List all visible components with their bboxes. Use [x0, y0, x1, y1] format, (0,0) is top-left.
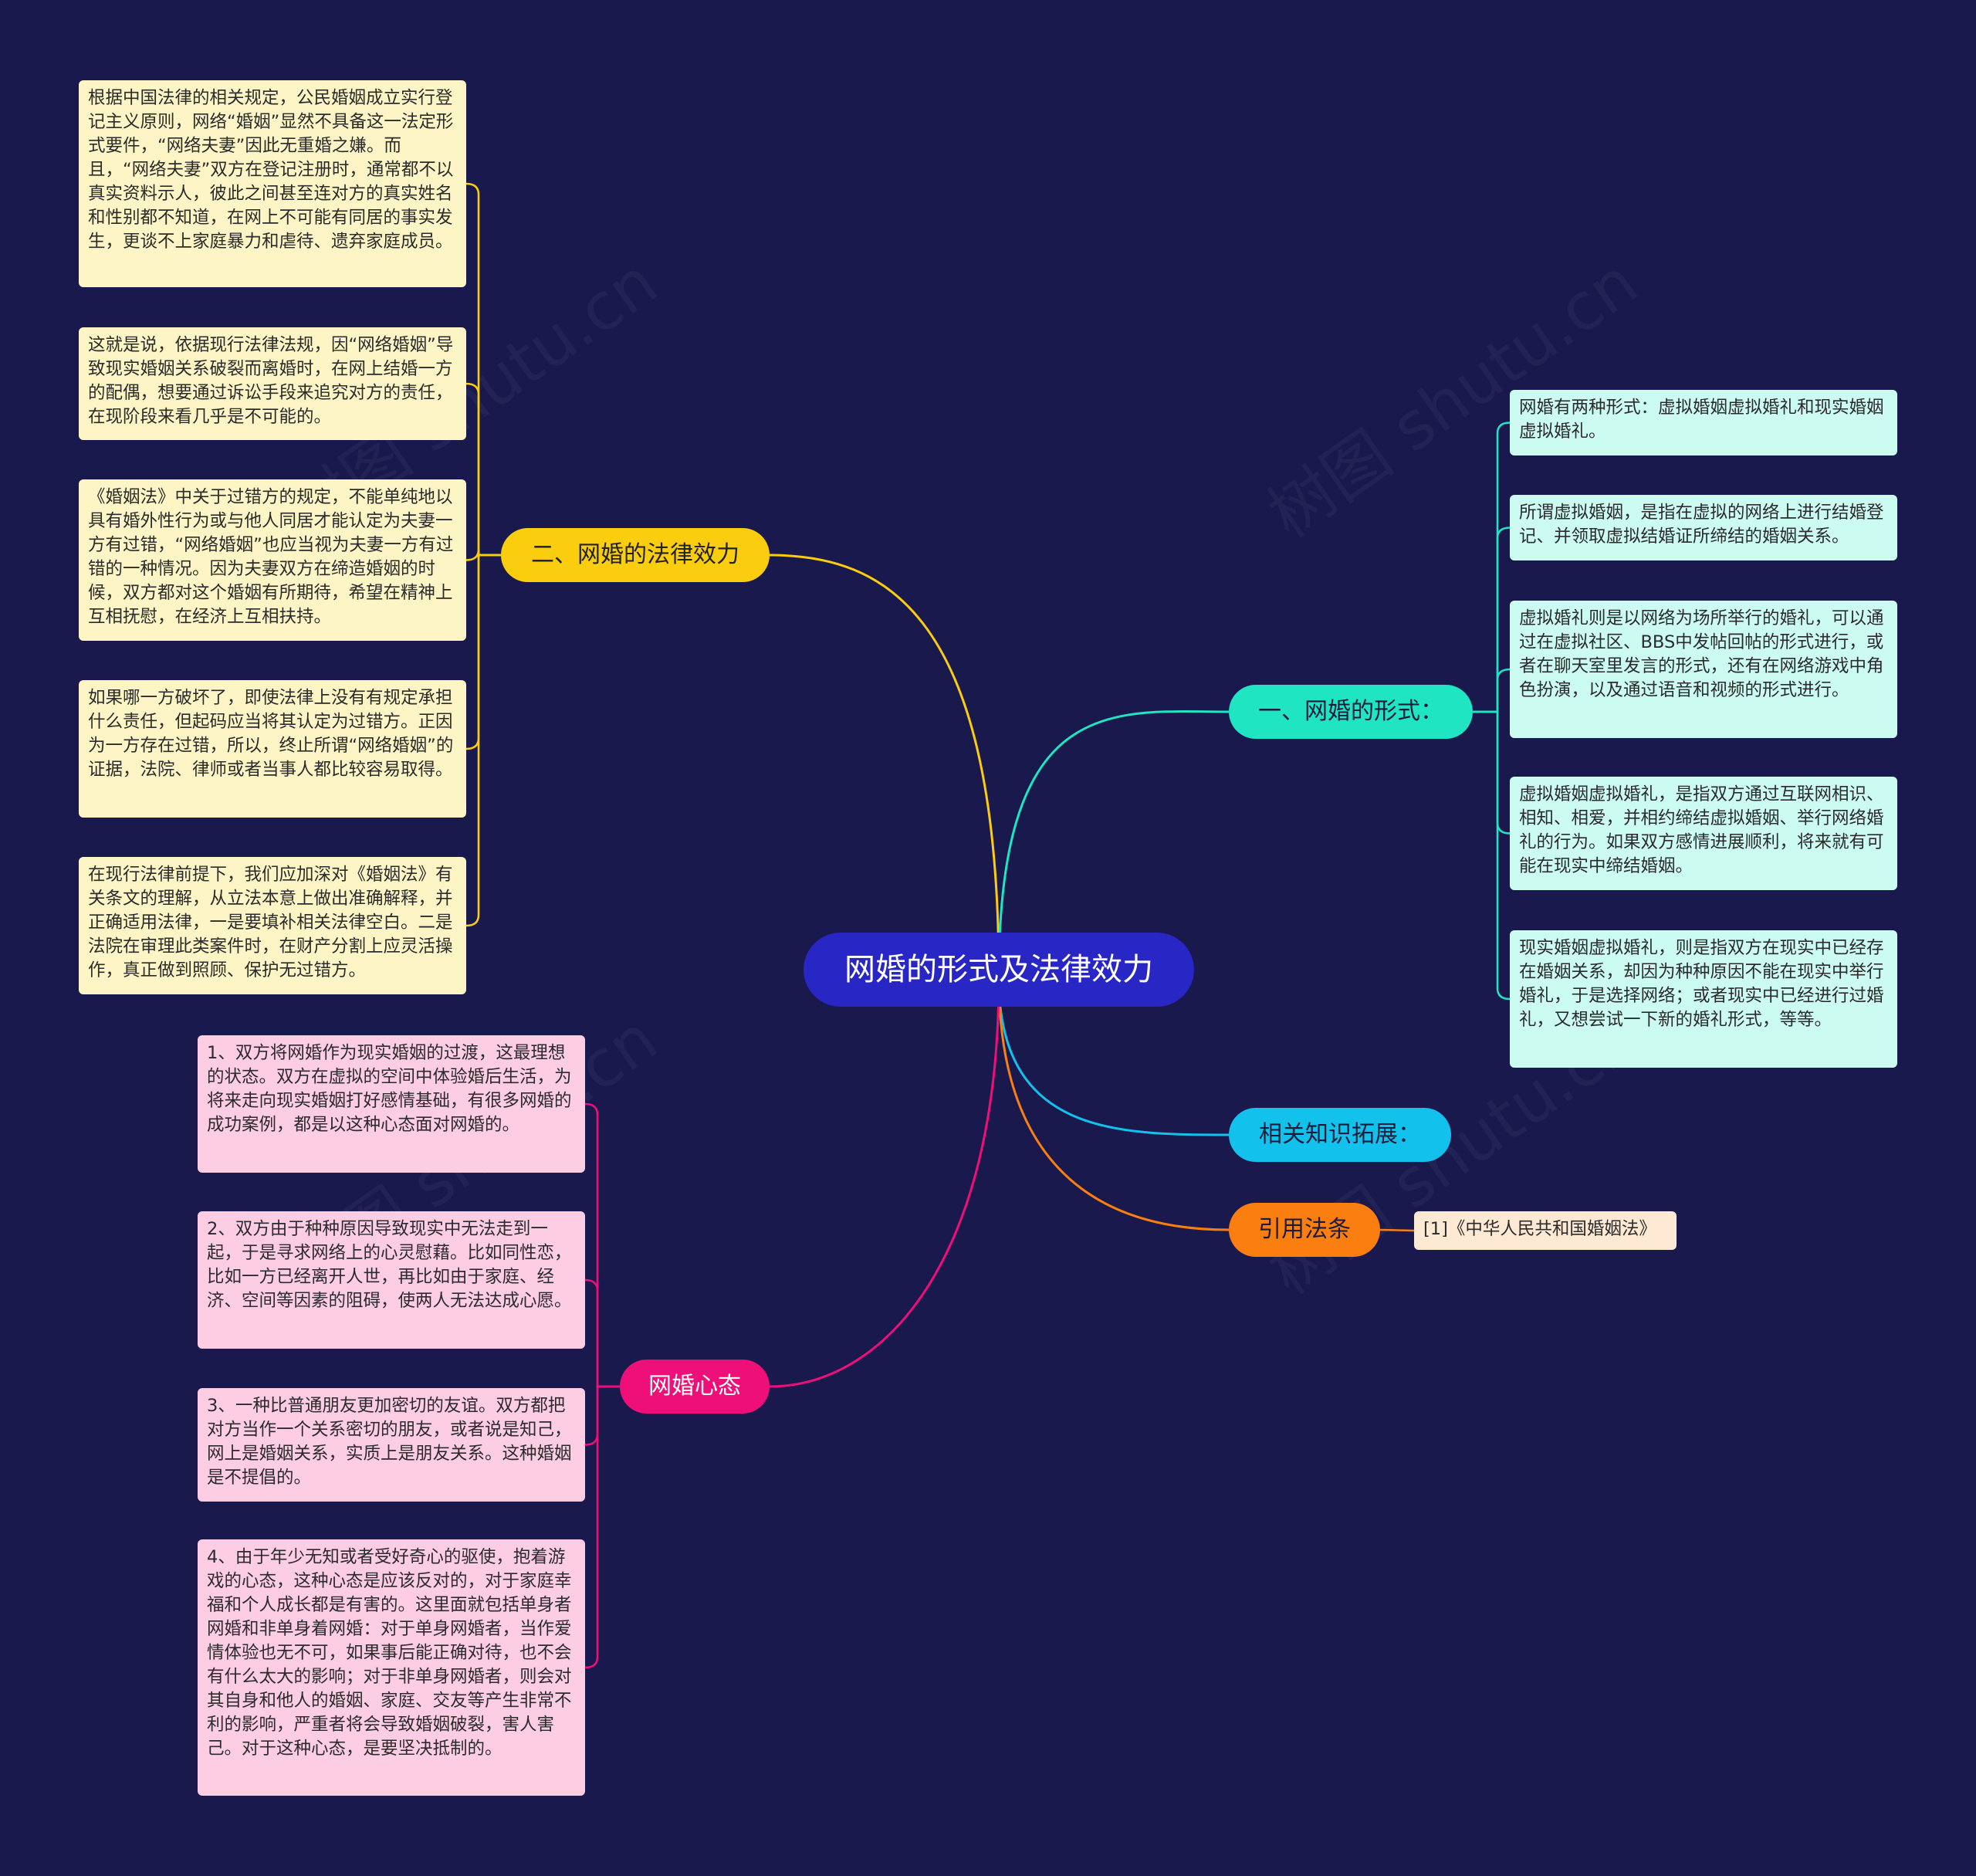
branch-cited-law[interactable]: 引用法条 — [1229, 1203, 1380, 1257]
connector-line — [584, 1278, 620, 1388]
connector-line — [997, 977, 1230, 1136]
connector-line — [584, 1385, 620, 1446]
form-item: 网婚有两种形式：虚拟婚姻虚拟婚礼和现实婚姻虚拟婚礼。 — [1510, 390, 1897, 455]
branch-related-knowledge[interactable]: 相关知识拓展： — [1229, 1108, 1451, 1162]
connector-line — [465, 382, 501, 557]
connector-line — [465, 554, 501, 927]
mindset-item: 4、由于年少无知或者受好奇心的驱使，抱着游戏的心态，这种心态是应该反对的，对于家… — [198, 1539, 585, 1796]
connector-line — [997, 710, 1230, 978]
connector-line — [1473, 422, 1511, 713]
form-item: 虚拟婚礼则是以网络为场所举行的婚礼，可以通过在虚拟社区、BBS中发帖回帖的形式进… — [1510, 601, 1897, 738]
mindset-item: 1、双方将网婚作为现实婚姻的过渡，这最理想的状态。双方在虚拟的空间中体验婚后生活… — [198, 1035, 585, 1173]
branch-forms[interactable]: 一、网婚的形式： — [1229, 685, 1473, 739]
branch-legal-effect[interactable]: 二、网婚的法律效力 — [501, 528, 770, 582]
form-item: 现实婚姻虚拟婚礼，则是指双方在现实中已经存在婚姻关系，却因为种种原因不能在现实中… — [1510, 930, 1897, 1068]
connector-line — [1473, 710, 1511, 835]
connector-line — [465, 182, 501, 557]
connector-line — [769, 977, 1000, 1388]
root-node[interactable]: 网婚的形式及法律效力 — [804, 933, 1194, 1007]
connector-line — [584, 1385, 620, 1669]
connector-line — [1379, 1228, 1415, 1232]
connector-line — [584, 1102, 620, 1388]
branch-mindset[interactable]: 网婚心态 — [620, 1360, 770, 1414]
legal-effect-item: 这就是说，依据现行法律法规，因“网络婚姻”导致现实婚姻关系破裂而离婚时，在网上结… — [79, 327, 466, 440]
legal-effect-item: 根据中国法律的相关规定，公民婚姻成立实行登记主义原则，网络“婚姻”显然不具备这一… — [79, 80, 466, 287]
connector-line — [465, 554, 501, 750]
legal-effect-item: 如果哪一方破坏了，即使法律上没有有规定承担什么责任，但起码应当将其认定为过错方。… — [79, 680, 466, 818]
legal-effect-item: 《婚姻法》中关于过错方的规定，不能单纯地以具有婚外性行为或与他人同居才能认定为夫… — [79, 479, 466, 641]
form-item: 所谓虚拟婚姻，是指在虚拟的网络上进行结婚登记、并领取虚拟结婚证所缔结的婚姻关系。 — [1510, 495, 1897, 560]
mindset-item: 3、一种比普通朋友更加密切的友谊。双方都把对方当作一个关系密切的朋友，或者说是知… — [198, 1388, 585, 1502]
legal-effect-item: 在现行法律前提下，我们应加深对《婚姻法》有关条文的理解，从立法本意上做出准确解释… — [79, 857, 466, 994]
mindset-item: 2、双方由于种种原因导致现实中无法走到一起，于是寻求网络上的心灵慰藉。比如同性恋… — [198, 1211, 585, 1349]
connector-line — [1473, 710, 1511, 1001]
connector-line — [1473, 527, 1511, 713]
connector-line — [997, 977, 1230, 1231]
connector-line — [1473, 668, 1511, 713]
connector-line — [769, 554, 1000, 978]
form-item: 虚拟婚姻虚拟婚礼，是指双方通过互联网相识、相知、相爱，并相约缔结虚拟婚姻、举行网… — [1510, 777, 1897, 890]
cited-law-item: [1]《中华人民共和国婚姻法》 — [1414, 1211, 1677, 1250]
